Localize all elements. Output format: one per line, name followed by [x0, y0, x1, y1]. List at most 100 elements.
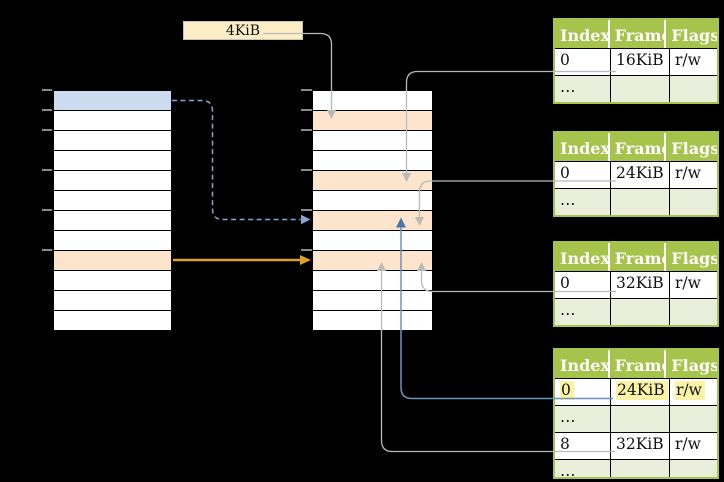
- cell-value: r/w: [675, 164, 701, 182]
- page-table-row: …: [555, 298, 717, 325]
- cell-value: 0: [560, 51, 570, 69]
- address-tick: [42, 169, 52, 171]
- address-tick: [42, 129, 52, 131]
- page-table-row: …: [555, 75, 717, 102]
- connector-virtual-page-dashed: [172, 99, 301, 221]
- cell-value: 32KiB: [616, 274, 664, 292]
- page-table-row: …: [555, 405, 717, 432]
- cell-frame: [610, 406, 669, 432]
- page-table-2: IndexFrameFlags 0 24KiB r/w …: [553, 131, 719, 217]
- cell-value: r/w: [675, 274, 701, 292]
- physical-memory-column: [312, 90, 433, 331]
- cell-index: …: [555, 460, 610, 477]
- cell-value: …: [560, 462, 576, 477]
- cell-flags: r/w: [669, 272, 717, 298]
- cell-index: 0: [555, 49, 610, 75]
- cell-frame: 24KiB: [610, 162, 669, 188]
- cell-value: r/w: [675, 51, 701, 69]
- header-index: Index: [560, 356, 608, 375]
- memory-row-white: [313, 191, 432, 211]
- cell-flags: r/w: [669, 49, 717, 75]
- header-index: Index: [560, 139, 608, 158]
- cell-frame: [610, 299, 669, 325]
- cell-value: 0: [560, 164, 570, 182]
- memory-row-white: [313, 311, 432, 330]
- header-flags: Flags: [664, 133, 717, 161]
- highlighted-value: 24KiB: [616, 381, 668, 400]
- cell-value: …: [560, 78, 576, 96]
- page-table-3: IndexFrameFlags 0 32KiB r/w …: [553, 241, 719, 327]
- cell-frame: [610, 460, 669, 477]
- cell-value: 8: [560, 435, 570, 453]
- cell-value: r/w: [675, 435, 701, 453]
- header-index: Index: [560, 249, 608, 268]
- page-table-row: 8 32KiB r/w: [555, 432, 717, 459]
- cell-flags: r/w: [669, 162, 717, 188]
- address-tick: [301, 109, 312, 111]
- header-frame: Frame: [607, 243, 664, 271]
- memory-row-white: [54, 151, 171, 171]
- highlighted-value: 0: [560, 381, 574, 400]
- cell-index: 0: [555, 379, 610, 405]
- page-size-label-box: 4KiB: [183, 21, 303, 40]
- page-table-header: IndexFrameFlags: [555, 133, 717, 161]
- address-tick: [42, 89, 52, 91]
- cell-index: …: [555, 76, 610, 102]
- header-flags: Flags: [664, 243, 717, 271]
- cell-index: …: [555, 406, 610, 432]
- memory-row-white: [54, 111, 171, 131]
- cell-frame: [610, 189, 669, 215]
- cell-value: …: [560, 301, 576, 319]
- address-tick: [301, 129, 312, 131]
- cell-value: …: [560, 191, 576, 209]
- cell-value: 0: [560, 274, 570, 292]
- memory-row-white: [313, 151, 432, 171]
- page-table-row: …: [555, 459, 717, 477]
- memory-row-white: [54, 231, 171, 251]
- memory-row-orange: [313, 111, 432, 131]
- cell-index: …: [555, 299, 610, 325]
- memory-row-white: [313, 271, 432, 291]
- highlighted-value: r/w: [675, 381, 705, 400]
- memory-row-blue: [54, 91, 171, 111]
- address-tick: [301, 249, 312, 251]
- header-flags: Flags: [664, 350, 717, 378]
- cell-flags: [669, 299, 717, 325]
- memory-row-white: [313, 91, 432, 111]
- header-frame: Frame: [607, 350, 664, 378]
- virtual-memory-column: [53, 90, 172, 331]
- address-tick: [42, 249, 52, 251]
- page-table-row: 0 32KiB r/w: [555, 271, 717, 298]
- arrowhead-virtual-page-right-icon: [301, 214, 311, 225]
- header-frame: Frame: [607, 20, 664, 48]
- address-tick: [301, 89, 312, 91]
- cell-frame: 32KiB: [610, 272, 669, 298]
- cell-index: 0: [555, 162, 610, 188]
- header-frame: Frame: [607, 133, 664, 161]
- cell-flags: [669, 406, 717, 432]
- address-tick: [42, 109, 52, 111]
- memory-row-white: [54, 171, 171, 191]
- page-table-header: IndexFrameFlags: [555, 243, 717, 271]
- page-table-header: IndexFrameFlags: [555, 350, 717, 378]
- cell-flags: r/w: [669, 379, 717, 405]
- page-table-row: 0 24KiB r/w: [555, 378, 717, 405]
- page-table-1: IndexFrameFlags016KiBr/w…: [553, 18, 719, 104]
- cell-frame: 32KiB: [610, 433, 669, 459]
- memory-row-white: [313, 231, 432, 251]
- cell-value: 32KiB: [616, 435, 664, 453]
- cell-frame: [610, 76, 669, 102]
- address-tick: [42, 209, 52, 211]
- memory-row-white: [54, 311, 171, 330]
- memory-row-white: [54, 131, 171, 151]
- header-index: Index: [560, 26, 608, 45]
- page-table-4: IndexFrameFlags 0 24KiB r/w … 8 32KiB r/w …: [553, 348, 719, 479]
- cell-index: 0: [555, 272, 610, 298]
- cell-index: 8: [555, 433, 610, 459]
- cell-frame: 24KiB: [610, 379, 669, 405]
- cell-flags: [669, 460, 717, 477]
- cell-flags: r/w: [669, 433, 717, 459]
- memory-row-white: [54, 271, 171, 291]
